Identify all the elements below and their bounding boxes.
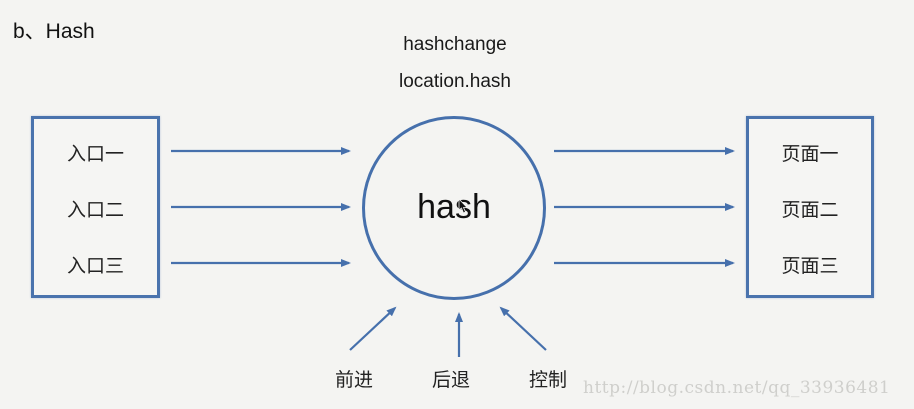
control-label: 控制 [528,369,567,391]
entry-item-3: 入口三 [66,255,124,277]
watermark-text: http://blog.csdn.net/qq_33936481 [583,378,891,398]
hash-circle-node [362,116,546,300]
forward-label: 前进 [334,369,373,391]
entry-item-1: 入口一 [66,143,124,165]
page-item-1: 页面一 [781,143,839,165]
diagram-title: b、Hash [13,20,95,43]
arrow-control-to-hash [499,306,547,351]
hashchange-label: hashchange [403,34,507,55]
entry-item-2: 入口二 [66,199,124,221]
arrow-forward-to-hash [349,306,397,351]
page-item-3: 页面三 [781,255,839,277]
hash-node-label: hash [417,188,491,226]
hand-cursor-icon [458,198,468,214]
pages-box: 页面一 页面二 页面三 [746,116,874,298]
location-hash-label: location.hash [399,71,511,92]
page-item-2: 页面二 [781,199,839,221]
entries-box: 入口一 入口二 入口三 [31,116,160,298]
back-label: 后退 [431,369,470,391]
